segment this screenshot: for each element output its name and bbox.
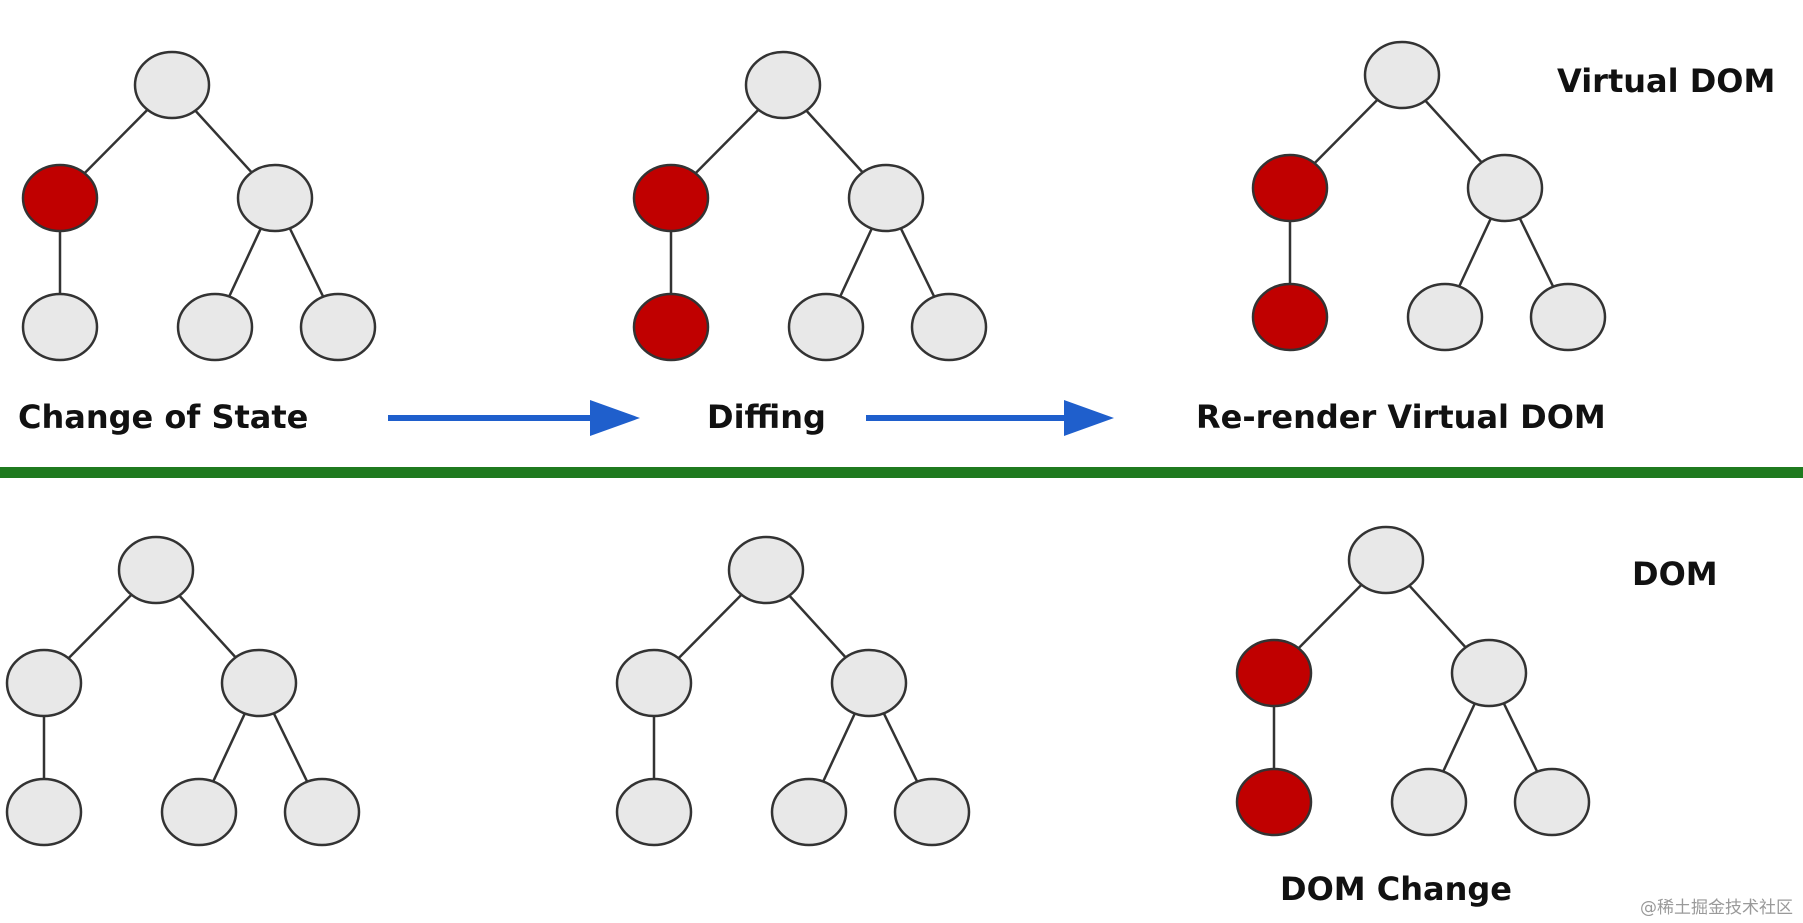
rerender-label: Re-render Virtual DOM (1196, 398, 1606, 436)
tree-node (299, 292, 377, 362)
tree-node-changed (632, 163, 710, 233)
tree-node (910, 292, 988, 362)
tree-node (744, 50, 822, 120)
tree-virtual-dom-rerender (1251, 40, 1607, 352)
arrow-diffing-to-rerender (866, 400, 1114, 436)
tree-node (21, 292, 99, 362)
tree-node-changed (1251, 282, 1329, 352)
tree-node-changed (632, 292, 710, 362)
tree-node (5, 648, 83, 718)
tree-node (893, 777, 971, 847)
dom-row-label: DOM (1632, 555, 1718, 593)
tree-node (236, 163, 314, 233)
tree-node (117, 535, 195, 605)
tree-node (160, 777, 238, 847)
tree-node (1347, 525, 1425, 595)
tree-virtual-dom-change-of-state (21, 50, 377, 362)
tree-node (1450, 638, 1528, 708)
tree-node (176, 292, 254, 362)
tree-node-changed (1235, 767, 1313, 837)
tree-node-changed (1235, 638, 1313, 708)
tree-node (830, 648, 908, 718)
tree-node (847, 163, 925, 233)
tree-node (727, 535, 805, 605)
tree-dom-unchanged (615, 535, 971, 847)
tree-node (1406, 282, 1484, 352)
tree-node (770, 777, 848, 847)
tree-node-changed (21, 163, 99, 233)
watermark: @稀土掘金技术社区 (1640, 898, 1793, 918)
tree-node (220, 648, 298, 718)
tree-node (1390, 767, 1468, 837)
tree-virtual-dom-diffing (632, 50, 988, 362)
tree-node (283, 777, 361, 847)
tree-dom-change (1235, 525, 1591, 837)
tree-node (615, 648, 693, 718)
dom-change-label: DOM Change (1280, 870, 1512, 908)
tree-node (1513, 767, 1591, 837)
section-divider (0, 467, 1803, 478)
tree-node (787, 292, 865, 362)
tree-dom-initial (5, 535, 361, 847)
tree-node (1466, 153, 1544, 223)
arrow-state-to-diffing (388, 400, 640, 436)
change-of-state-label: Change of State (18, 398, 308, 436)
virtual-dom-row-label: Virtual DOM (1557, 62, 1775, 100)
tree-node (1529, 282, 1607, 352)
tree-node (133, 50, 211, 120)
diffing-label: Diffing (707, 398, 826, 436)
tree-node-changed (1251, 153, 1329, 223)
tree-node (1363, 40, 1441, 110)
tree-node (5, 777, 83, 847)
tree-node (615, 777, 693, 847)
